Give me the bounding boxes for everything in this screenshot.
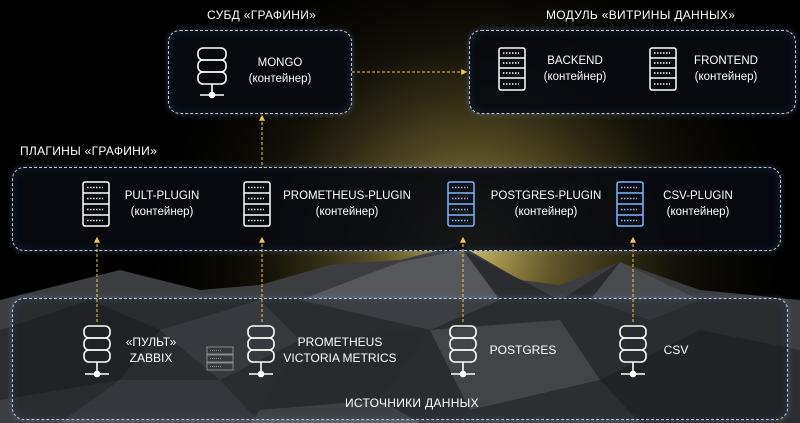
node-zabbix: «ПУЛЬТ» ZABBIX — [82, 324, 202, 378]
node-mongo: MONGO (контейнер) — [195, 45, 335, 99]
pult-plugin-name: PULT-PLUGIN — [124, 190, 200, 202]
database-icon — [618, 324, 648, 385]
postgres-name: POSTGRES — [489, 343, 557, 357]
frontend-name: FRONTEND — [694, 55, 758, 67]
node-prometheus-plugin: PROMETHEUS-PLUGIN (контейнер) — [242, 180, 422, 232]
server-icon — [242, 180, 272, 233]
csv-name: CSV — [663, 343, 689, 357]
node-backend: BACKEND (контейнер) — [497, 46, 617, 98]
server-icon — [446, 180, 476, 233]
zabbix-line1: «ПУЛЬТ» — [125, 335, 177, 349]
database-icon — [82, 324, 112, 385]
prometheus-line1: PROMETHEUS — [297, 335, 383, 349]
csv-plugin-subtitle: (контейнер) — [666, 206, 730, 218]
mongo-name: MONGO — [257, 57, 303, 69]
node-postgres: POSTGRES — [448, 324, 568, 378]
group-sources — [12, 298, 788, 420]
group-sources-title: ИСТОЧНИКИ ДАННЫХ — [345, 396, 479, 410]
server-rack-icon — [206, 346, 234, 377]
node-csv-plugin: CSV-PLUGIN (контейнер) — [615, 180, 750, 232]
group-dbms — [168, 30, 352, 114]
pult-plugin-subtitle: (контейнер) — [130, 206, 194, 218]
server-icon — [615, 180, 645, 233]
node-postgres-plugin: POSTGRES-PLUGIN (контейнер) — [446, 180, 616, 232]
node-prometheus: PROMETHEUS VICTORIA METRICS — [246, 324, 406, 378]
frontend-subtitle: (контейнер) — [694, 71, 758, 83]
prometheus-plugin-name: PROMETHEUS-PLUGIN — [283, 190, 411, 202]
group-showcase-title: МОДУЛЬ «ВИТРИНЫ ДАННЫХ» — [546, 8, 736, 22]
prometheus-line2: VICTORIA METRICS — [283, 351, 397, 365]
backend-name: BACKEND — [547, 55, 603, 67]
server-icon — [81, 180, 111, 233]
postgres-plugin-name: POSTGRES-PLUGIN — [490, 190, 602, 202]
mongo-subtitle: (контейнер) — [248, 73, 312, 85]
database-icon — [195, 45, 229, 106]
backend-subtitle: (контейнер) — [543, 71, 607, 83]
csv-plugin-name: CSV-PLUGIN — [663, 190, 733, 202]
group-plugins — [12, 167, 781, 251]
group-dbms-title: СУБД «ГРАФИНИ» — [207, 8, 317, 22]
server-icon — [648, 46, 678, 97]
node-csv: CSV — [618, 324, 708, 378]
database-icon — [246, 324, 276, 385]
prometheus-plugin-subtitle: (контейнер) — [315, 206, 379, 218]
node-pult-plugin: PULT-PLUGIN (контейнер) — [81, 180, 211, 232]
node-frontend: FRONTEND (контейнер) — [648, 46, 778, 98]
database-icon — [448, 324, 478, 385]
group-plugins-title: ПЛАГИНЫ «ГРАФИНИ» — [20, 144, 158, 158]
group-showcase — [469, 30, 796, 114]
zabbix-line2: ZABBIX — [129, 351, 173, 365]
postgres-plugin-subtitle: (контейнер) — [514, 206, 578, 218]
server-icon — [497, 46, 527, 97]
